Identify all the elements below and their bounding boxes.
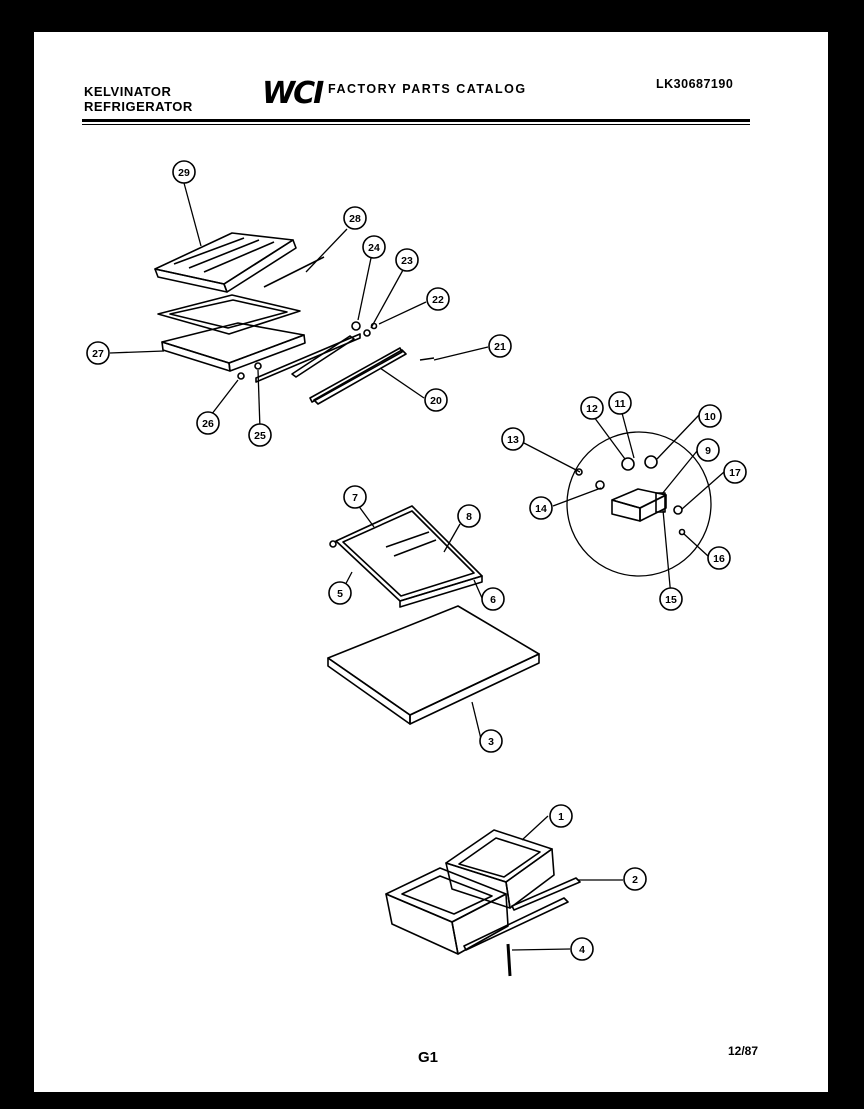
callout-8: 8 (457, 504, 481, 528)
svg-text:6: 6 (490, 594, 496, 606)
freezer-shelf-cover (154, 232, 297, 293)
shelf-panel (327, 605, 540, 725)
catalog-date: 12/87 (728, 1044, 759, 1058)
crisper-post (506, 943, 512, 977)
svg-text:20: 20 (430, 395, 442, 407)
glass-shelf (329, 505, 483, 608)
callout-27: 27 (86, 341, 110, 365)
shelf-rail-lower (309, 347, 407, 405)
washer (363, 329, 371, 337)
bushing (351, 321, 361, 331)
crisper-slide (463, 877, 581, 951)
svg-text:10: 10 (704, 411, 716, 423)
svg-text:16: 16 (713, 553, 725, 565)
callout-12: 12 (580, 396, 604, 420)
callout-21: 21 (488, 334, 512, 358)
catalog-title: FACTORY PARTS CATALOG (328, 82, 527, 96)
screw (419, 357, 435, 361)
catalog-sheet: KELVINATOR REFRIGERATOR WCI FACTORY PART… (34, 32, 828, 1092)
callout-10: 10 (698, 404, 722, 428)
exploded-parts-diagram: 29 28 24 23 22 21 20 27 26 25 13 12 11 1… (86, 160, 747, 977)
svg-text:28: 28 (349, 213, 361, 225)
callout-16: 16 (707, 546, 731, 570)
shelf-base (161, 322, 306, 372)
brand-name: KELVINATOR (84, 84, 172, 99)
callout-2: 2 (623, 867, 647, 891)
svg-text:11: 11 (614, 398, 625, 410)
callout-17: 17 (723, 460, 747, 484)
crisper-pan-left (385, 867, 509, 955)
svg-text:1: 1 (558, 811, 564, 823)
svg-text:23: 23 (401, 255, 413, 267)
svg-text:7: 7 (352, 492, 358, 504)
header-rule-thin (82, 124, 750, 125)
callout-29: 29 (172, 160, 196, 184)
callout-22: 22 (426, 287, 450, 311)
screw-26 (237, 372, 245, 380)
callout-7: 7 (343, 485, 367, 509)
bulb (575, 468, 583, 476)
svg-text:17: 17 (729, 467, 741, 479)
svg-text:14: 14 (535, 503, 547, 515)
shelf-frame (157, 256, 325, 335)
spring (678, 528, 686, 536)
svg-text:26: 26 (202, 418, 214, 430)
svg-text:12: 12 (586, 403, 598, 415)
svg-text:25: 25 (254, 430, 266, 442)
shelf-rail-upper (255, 333, 361, 383)
product-type: REFRIGERATOR (84, 99, 193, 114)
callout-25: 25 (248, 423, 272, 447)
callout-28: 28 (343, 206, 367, 230)
svg-text:21: 21 (494, 341, 506, 353)
brand-header: KELVINATOR REFRIGERATOR (84, 84, 193, 114)
callout-15: 15 (659, 587, 683, 611)
svg-text:5: 5 (337, 588, 343, 600)
callout-1: 1 (549, 804, 573, 828)
callout-13: 13 (501, 427, 525, 451)
callout-3: 3 (479, 729, 503, 753)
svg-text:8: 8 (466, 511, 472, 523)
svg-text:3: 3 (488, 736, 494, 748)
callout-9: 9 (696, 438, 720, 462)
svg-text:4: 4 (579, 944, 585, 956)
svg-text:2: 2 (632, 874, 638, 886)
page-id: G1 (418, 1049, 439, 1066)
svg-text:9: 9 (705, 445, 711, 457)
svg-text:15: 15 (665, 594, 677, 606)
callout-5: 5 (328, 581, 352, 605)
control-detail-circle (566, 431, 712, 577)
callout-6: 6 (481, 587, 505, 611)
header-rule (82, 119, 750, 122)
callout-11: 11 (608, 391, 632, 415)
svg-text:13: 13 (507, 434, 519, 446)
screw-25 (254, 362, 262, 370)
callout-26: 26 (196, 411, 220, 435)
lamp-socket (673, 505, 683, 515)
control-knob (644, 455, 658, 469)
callout-4: 4 (570, 937, 594, 961)
svg-text:22: 22 (432, 294, 444, 306)
callout-20: 20 (424, 388, 448, 412)
svg-text:24: 24 (368, 242, 380, 254)
wci-logo: WCI (262, 76, 324, 111)
callout-14: 14 (529, 496, 553, 520)
knob (621, 457, 635, 471)
callout-24: 24 (362, 235, 386, 259)
svg-text:29: 29 (178, 167, 190, 179)
document-number: LK30687190 (656, 77, 734, 91)
svg-text:27: 27 (92, 348, 104, 360)
callout-23: 23 (395, 248, 419, 272)
control-housing (611, 488, 667, 522)
